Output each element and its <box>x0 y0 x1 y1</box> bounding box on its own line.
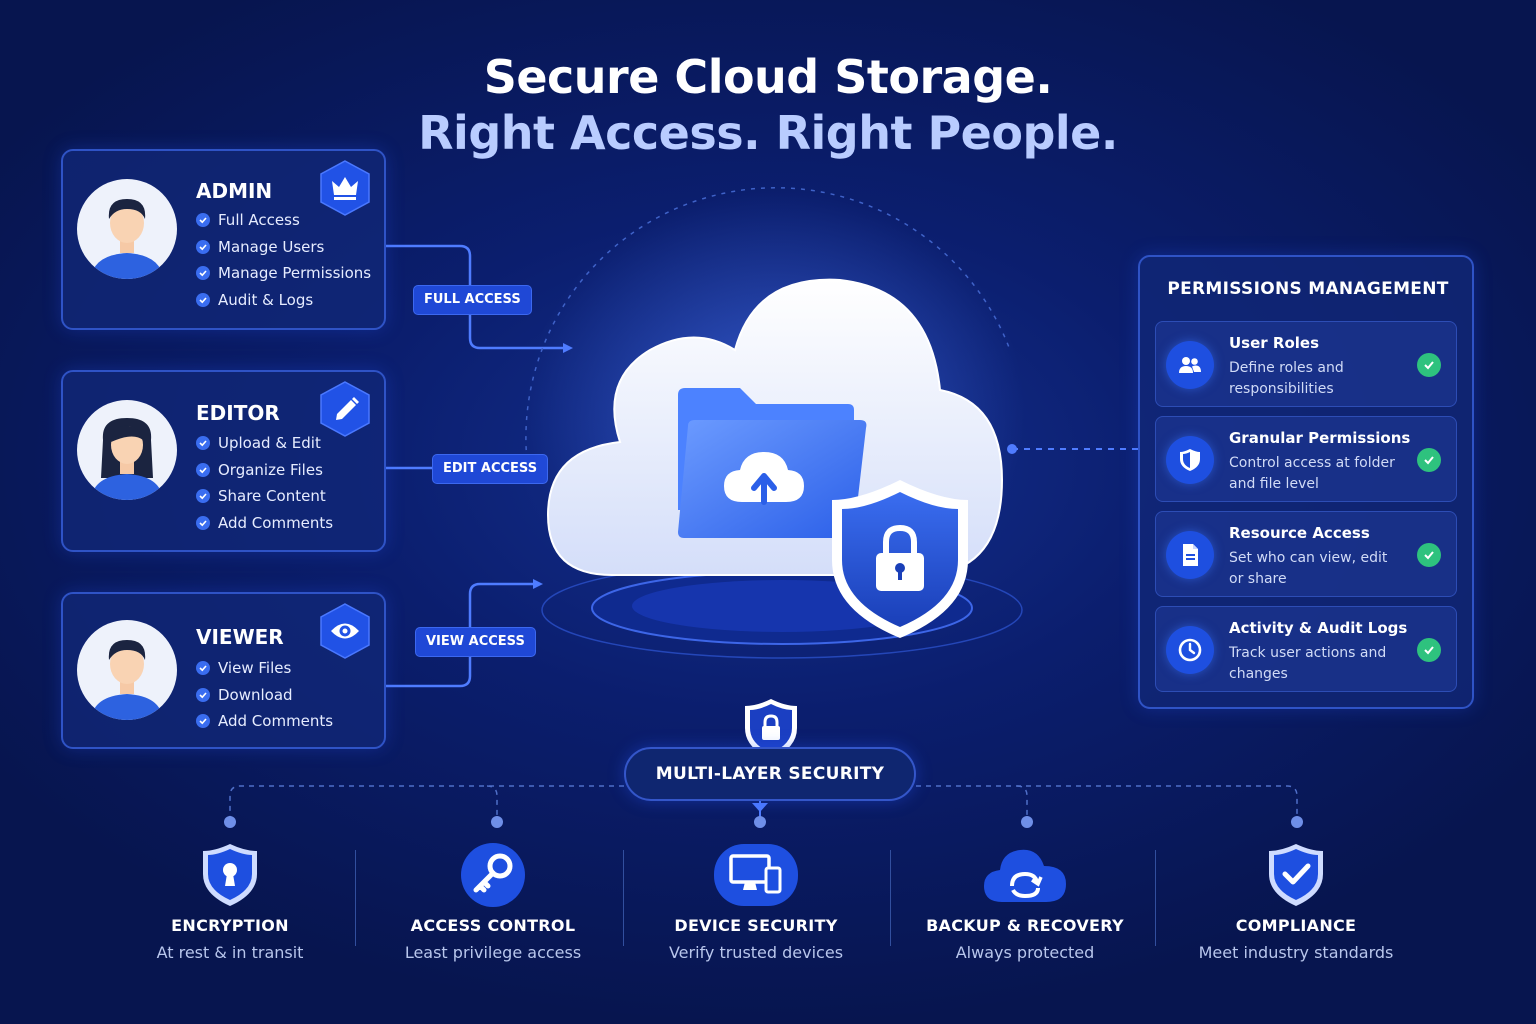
check-icon <box>196 266 210 281</box>
check-icon <box>196 515 210 530</box>
check-icon <box>196 462 210 477</box>
eye-icon <box>319 602 371 660</box>
permissions-title: PERMISSIONS MANAGEMENT <box>1167 279 1449 299</box>
check-icon <box>196 436 210 451</box>
permission-item-resource-access[interactable]: Resource Access Set who can view, edit o… <box>1155 511 1457 597</box>
check-icon <box>196 489 210 504</box>
cloud-sync-icon <box>900 840 1150 910</box>
female-avatar <box>77 400 177 500</box>
role-title: VIEWER <box>196 625 284 649</box>
users-icon <box>1166 341 1214 389</box>
check-icon <box>196 661 210 676</box>
divider <box>623 850 624 946</box>
permissions-panel: PERMISSIONS MANAGEMENT User Roles Define… <box>1138 255 1474 709</box>
check-icon <box>1417 638 1441 662</box>
security-tree <box>229 785 1298 820</box>
folder-upload-icon <box>678 388 867 538</box>
list-item: View Files <box>196 655 333 682</box>
feature-compliance: COMPLIANCE Meet industry standards <box>1171 840 1421 962</box>
devices-icon <box>631 840 881 910</box>
cloud-storage-illustration <box>525 190 1025 659</box>
check-icon <box>196 714 210 729</box>
list-item: Manage Permissions <box>196 260 371 287</box>
check-icon <box>1417 353 1441 377</box>
list-item: Full Access <box>196 207 371 234</box>
check-icon <box>196 213 210 228</box>
list-item: Add Comments <box>196 708 333 735</box>
permission-item-audit-logs[interactable]: Activity & Audit Logs Track user actions… <box>1155 606 1457 692</box>
check-icon <box>196 239 210 254</box>
document-icon <box>1166 531 1214 579</box>
headline-secondary: Right Access. Right People. <box>418 106 1118 160</box>
feature-access-control: ACCESS CONTROL Least privilege access <box>368 840 618 962</box>
permission-item-user-roles[interactable]: User Roles Define roles and responsibili… <box>1155 321 1457 407</box>
view-access-label: VIEW ACCESS <box>415 627 536 657</box>
headline-primary: Secure Cloud Storage. <box>483 50 1053 104</box>
feature-encryption: ENCRYPTION At rest & in transit <box>105 840 355 962</box>
keyhole-shield-icon <box>105 840 355 910</box>
full-access-label: FULL ACCESS <box>413 285 532 315</box>
divider <box>1155 850 1156 946</box>
crown-icon <box>319 159 371 217</box>
permission-item-granular[interactable]: Granular Permissions Control access at f… <box>1155 416 1457 502</box>
check-icon <box>196 687 210 702</box>
list-item: Manage Users <box>196 234 371 261</box>
multi-layer-security-label: MULTI-LAYER SECURITY <box>624 747 916 801</box>
list-item: Upload & Edit <box>196 430 333 457</box>
lock-shield-icon <box>832 480 968 638</box>
check-icon <box>1417 448 1441 472</box>
key-icon <box>368 840 618 910</box>
male-avatar <box>77 179 177 279</box>
admin-permission-list: Full Access Manage Users Manage Permissi… <box>196 207 371 313</box>
list-item: Audit & Logs <box>196 287 371 314</box>
edit-access-label: EDIT ACCESS <box>432 454 549 484</box>
editor-permission-list: Upload & Edit Organize Files Share Conte… <box>196 430 333 536</box>
viewer-permission-list: View Files Download Add Comments <box>196 655 333 735</box>
list-item: Download <box>196 682 333 709</box>
viewer-card[interactable]: VIEWER View Files Download Add Comments <box>61 592 386 749</box>
admin-card[interactable]: ADMIN Full Access Manage Users Manage Pe… <box>61 149 386 330</box>
list-item: Add Comments <box>196 510 333 537</box>
clock-icon <box>1166 626 1214 674</box>
divider <box>355 850 356 946</box>
divider <box>890 850 891 946</box>
check-icon <box>196 292 210 307</box>
editor-card[interactable]: EDITOR Upload & Edit Organize Files Shar… <box>61 370 386 552</box>
male-avatar <box>77 620 177 720</box>
role-title: EDITOR <box>196 401 280 425</box>
list-item: Organize Files <box>196 457 333 484</box>
role-title: ADMIN <box>196 179 273 203</box>
shield-icon <box>1166 436 1214 484</box>
security-shield-icon <box>741 696 801 762</box>
feature-backup-recovery: BACKUP & RECOVERY Always protected <box>900 840 1150 962</box>
list-item: Share Content <box>196 483 333 510</box>
check-shield-icon <box>1171 840 1421 910</box>
check-icon <box>1417 543 1441 567</box>
pencil-icon <box>319 380 371 438</box>
feature-device-security: DEVICE SECURITY Verify trusted devices <box>631 840 881 962</box>
